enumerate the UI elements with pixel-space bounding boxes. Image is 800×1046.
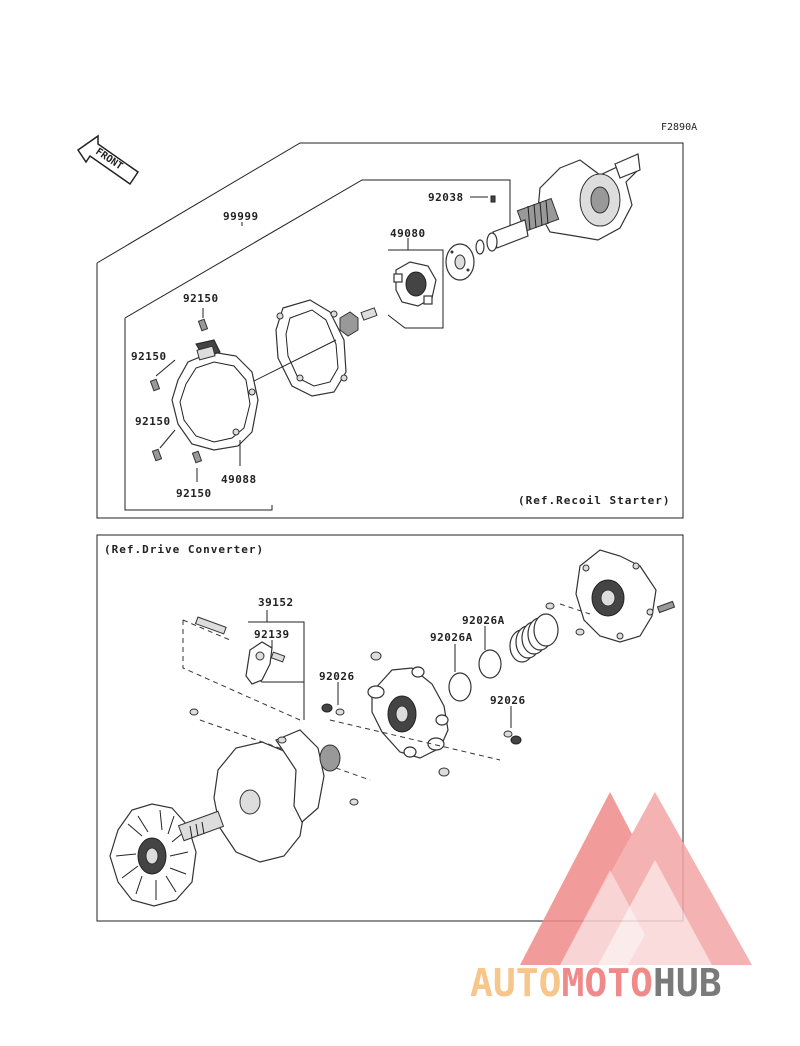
drive-converter-section: (Ref.Drive Converter) (96, 534, 684, 922)
watermark-logo (520, 792, 752, 965)
pn-92150-bottom: 92150 (176, 487, 212, 500)
nut-bolt (339, 307, 378, 337)
pn-92150-left: 92150 (131, 350, 167, 363)
ratchet-hub (445, 243, 475, 281)
pn-92026A-right: 92026A (462, 614, 505, 627)
ref-recoil-starter: (Ref.Recoil Starter) (518, 494, 670, 507)
pn-92026A-left: 92026A (430, 631, 473, 644)
shim-92026-left (321, 703, 333, 713)
watermark-text: AUTOMOTOHUB (470, 961, 722, 1005)
pn-92026-right: 92026 (490, 694, 526, 707)
cover-bolt (656, 600, 676, 614)
lower-frame (96, 534, 684, 922)
pn-92139: 92139 (254, 628, 290, 641)
weight-92139 (245, 641, 286, 685)
roller (438, 767, 450, 777)
spider-cam (367, 666, 449, 759)
gasket (275, 299, 348, 397)
crankshaft (492, 153, 641, 249)
fixed-sheave (109, 803, 225, 907)
ratchet-49080 (393, 261, 437, 307)
ring-small (475, 239, 485, 255)
recoil-starter-section: 99999 92038 49080 92150 92150 92150 4908… (96, 142, 684, 519)
watermark-auto: AUTO (470, 961, 562, 1005)
pn-92150-top: 92150 (183, 292, 219, 305)
pn-49080: 49080 (390, 227, 426, 240)
bolt-92150-left (149, 378, 161, 392)
bolt-92150-top (197, 318, 209, 332)
figure-code: F2890A (661, 122, 697, 133)
shim-92026-right (510, 735, 522, 745)
upper-inner-frame (124, 179, 511, 319)
pn-92150-lower-left: 92150 (135, 415, 171, 428)
roller (370, 651, 382, 661)
upper-frame (96, 142, 684, 519)
recoil-cover-49088 (171, 339, 259, 451)
ring (486, 232, 498, 252)
pn-49088: 49088 (221, 473, 257, 486)
bolt-92150-lower-left (151, 448, 163, 462)
pin-92038 (490, 195, 496, 203)
watermark-moto: MOTO (562, 961, 654, 1005)
movable-sheave (213, 729, 359, 863)
weight-pin (194, 616, 227, 635)
washer-92026A-left (448, 672, 472, 702)
watermark-hub: HUB (653, 961, 722, 1005)
pn-92026-left: 92026 (319, 670, 355, 683)
bolt-92150-bottom (191, 450, 203, 464)
cover-plate (575, 549, 657, 643)
pn-39152: 39152 (258, 596, 294, 609)
front-arrow-icon: FRONT (76, 134, 140, 186)
pn-99999: 99999 (223, 210, 259, 223)
spring (509, 613, 559, 663)
ref-drive-converter: (Ref.Drive Converter) (104, 543, 264, 556)
washer-92026A-right (478, 649, 502, 679)
pn-92038: 92038 (428, 191, 464, 204)
